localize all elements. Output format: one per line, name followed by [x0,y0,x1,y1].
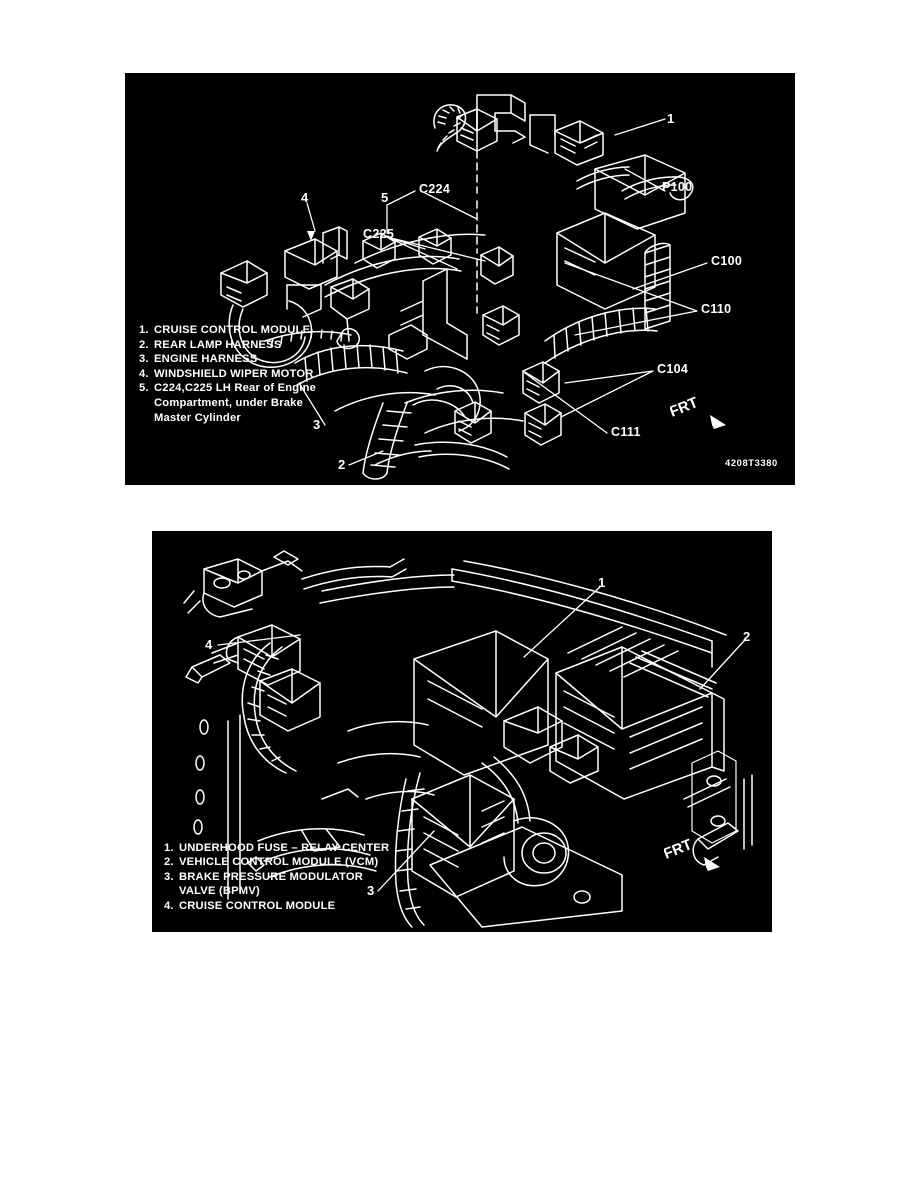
legend-number: 5. [139,382,149,395]
legend-item: 5. C224,C225 LH Rear of Engine Compartme… [139,381,316,425]
legend-label: REAR LAMP HARNESS [154,338,282,351]
legend-item: 4. CRUISE CONTROL MODULE [164,899,389,913]
callout-4: 4 [205,637,213,652]
figure-2-legend: 1. UNDERHOOD FUSE – RELAY CENTER 2. VEHI… [164,841,389,913]
callout-1: 1 [598,575,606,590]
connector-label-c111: C111 [611,425,641,439]
legend-item: 3. BRAKE PRESSURE MODULATOR VALVE (BPMV) [164,870,389,899]
legend-number: 3. [164,870,174,883]
legend-item: 2. VEHICLE CONTROL MODULE (VCM) [164,855,389,869]
svg-text:FRT: FRT [670,395,701,421]
figure-2-artwork [152,531,772,932]
connector-label-p100: P100 [662,180,693,194]
legend-number: 4. [164,899,174,912]
legend-number: 3. [139,353,149,366]
legend-item: 3. ENGINE HARNESS [139,352,316,367]
legend-item: 1. CRUISE CONTROL MODULE [139,323,316,338]
svg-text:FRT: FRT [664,837,695,863]
legend-number: 1. [139,324,149,336]
legend-label: WINDSHIELD WIPER MOTOR [154,367,314,380]
connector-label-c225: C225 [363,227,395,241]
legend-item: 2. REAR LAMP HARNESS [139,338,316,353]
legend-label: CRUISE CONTROL MODULE [179,899,336,912]
frt-orientation-icon: FRT [664,837,726,877]
legend-item: 4. WINDSHIELD WIPER MOTOR [139,367,316,382]
legend-label: BRAKE PRESSURE MODULATOR VALVE (BPMV) [179,870,364,898]
legend-label: CRUISE CONTROL MODULE [154,324,311,336]
legend-number: 2. [139,338,149,351]
connector-label-c224: C224 [419,182,451,196]
callout-2: 2 [338,457,346,472]
callout-3: 3 [367,883,375,898]
callout-2: 2 [743,629,751,644]
figure-panel-engine-compartment-harness: 1. CRUISE CONTROL MODULE 2. REAR LAMP HA… [125,73,795,485]
legend-label: C224,C225 LH Rear of Engine Compartment,… [154,382,317,424]
figure-code: 4208T3380 [725,457,778,468]
figure-1-artwork [125,73,795,485]
figure-panel-underhood-components: 1. UNDERHOOD FUSE – RELAY CENTER 2. VEHI… [152,531,772,932]
legend-label: ENGINE HARNESS [154,353,258,366]
connector-label-c100: C100 [711,254,743,268]
callout-4: 4 [301,190,309,205]
frt-orientation-icon: FRT [670,395,732,435]
legend-number: 1. [164,842,174,854]
legend-item: 1. UNDERHOOD FUSE – RELAY CENTER [164,841,389,855]
callout-5: 5 [381,190,389,205]
callout-3: 3 [313,417,321,432]
callout-1: 1 [667,111,675,126]
figure-1-legend: 1. CRUISE CONTROL MODULE 2. REAR LAMP HA… [139,323,316,425]
legend-label: VEHICLE CONTROL MODULE (VCM) [179,856,379,869]
legend-label: UNDERHOOD FUSE – RELAY CENTER [179,842,390,854]
legend-number: 4. [139,367,149,380]
connector-label-c104: C104 [657,362,689,376]
connector-label-c110: C110 [701,302,732,316]
legend-number: 2. [164,856,174,869]
